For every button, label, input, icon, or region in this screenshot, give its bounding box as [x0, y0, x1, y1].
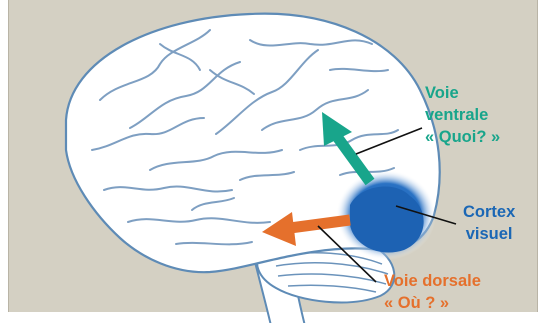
visual-line-1: Cortex [463, 201, 515, 223]
visual-cortex-label: Cortex visuel [463, 201, 515, 245]
dorsal-line-2: « Où ? » [384, 292, 481, 314]
ventral-line-1: Voie [425, 82, 500, 104]
dorsal-line-1: Voie dorsale [384, 270, 481, 292]
ventral-line-3: « Quoi? » [425, 126, 500, 148]
visual-line-2: visuel [463, 223, 515, 245]
ventral-pathway-label: Voie ventrale « Quoi? » [425, 82, 500, 148]
ventral-line-2: ventrale [425, 104, 500, 126]
dorsal-pathway-label: Voie dorsale « Où ? » [384, 270, 481, 314]
